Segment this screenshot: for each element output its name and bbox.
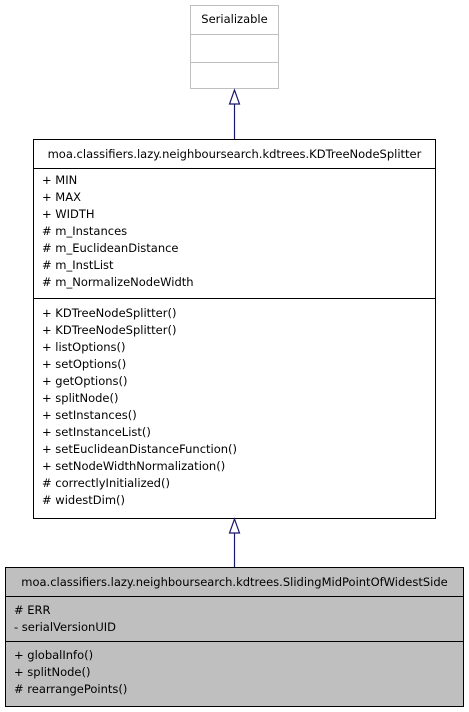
serializable-divider-2 [191,62,278,63]
inheritance-arrowhead-icon [228,88,241,105]
attribute-row: + MIN [42,173,78,187]
method-row: + getOptions() [42,374,128,388]
attribute-row: + MAX [42,190,81,204]
splitter-name-divider [34,168,435,169]
method-row: # rearrangePoints() [14,682,128,696]
attribute-row: - serialVersionUID [14,620,116,634]
attribute-row: # m_NormalizeNodeWidth [42,275,194,289]
attribute-row: # ERR [14,603,51,617]
kdtree-node-splitter-class-box[interactable]: moa.classifiers.lazy.neighboursearch.kdt… [33,139,436,519]
serializable-divider-1 [191,34,278,35]
sliding-name-divider [6,596,463,597]
splitter-attributes-divider [34,298,435,299]
kdtree-node-splitter-class-name: moa.classifiers.lazy.neighboursearch.kdt… [47,147,422,161]
serializable-class-box[interactable]: Serializable [190,5,279,89]
sliding-mid-point-class-name: moa.classifiers.lazy.neighboursearch.kdt… [21,575,448,589]
method-row: + setInstanceList() [42,425,151,439]
sliding-attributes-divider [6,641,463,642]
method-row: + setInstances() [42,408,137,422]
attribute-row: # m_Instances [42,224,128,238]
method-row: + KDTreeNodeSplitter() [42,323,177,337]
method-row: + splitNode() [42,391,119,405]
method-row: # widestDim() [42,493,125,507]
method-row: + splitNode() [14,665,91,679]
method-row: # correctlyInitialized() [42,476,170,490]
arrow-sliding-to-splitter [228,517,241,567]
method-row: + setEuclideanDistanceFunction() [42,442,238,456]
attribute-row: # m_InstList [42,258,114,272]
serializable-class-name: Serializable [201,12,268,26]
method-row: + globalInfo() [14,648,94,662]
sliding-mid-point-class-box[interactable]: moa.classifiers.lazy.neighboursearch.kdt… [5,567,464,707]
attribute-row: + WIDTH [42,207,95,221]
method-row: + KDTreeNodeSplitter() [42,306,177,320]
arrow-splitter-to-serializable [228,88,241,139]
attribute-row: # m_EuclideanDistance [42,241,179,255]
inheritance-arrowhead-icon [228,517,241,534]
method-row: + setOptions() [42,357,127,371]
method-row: + listOptions() [42,340,126,354]
method-row: + setNodeWidthNormalization() [42,459,226,473]
